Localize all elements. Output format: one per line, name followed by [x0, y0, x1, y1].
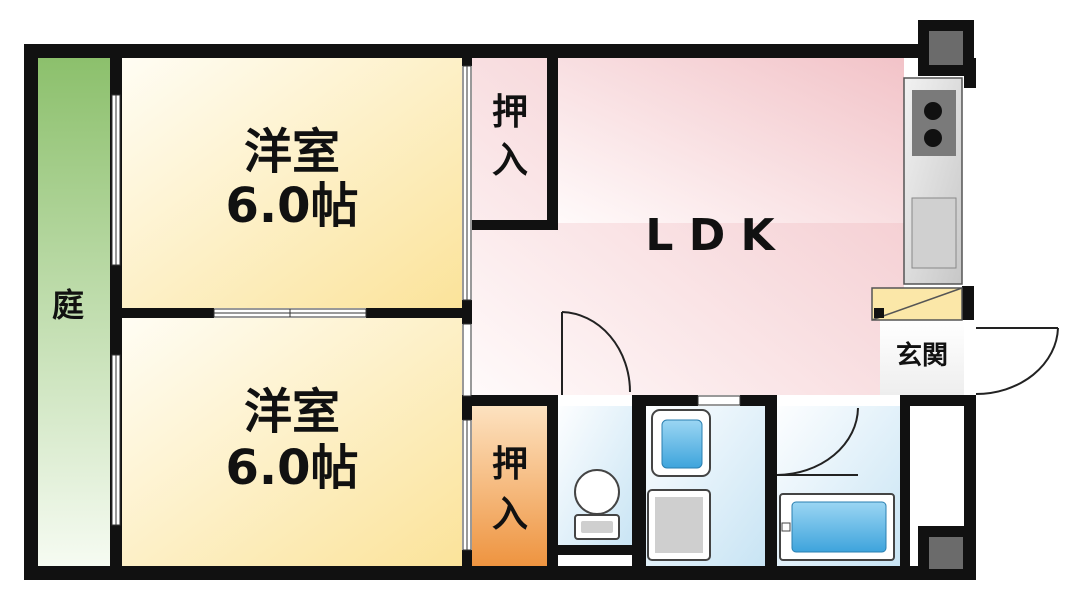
storage-right: [910, 406, 964, 526]
western-room-top-label: 洋室: [244, 124, 340, 180]
western-room-top-size: 6.0帖: [225, 178, 358, 234]
western-room-bottom: [122, 318, 462, 566]
bath-door: [776, 407, 859, 476]
garden-windows: [111, 94, 121, 526]
closet-bottom-label-1: 押: [492, 444, 528, 485]
pillar-top-right-inner: [929, 31, 963, 65]
closet-bottom: [472, 406, 547, 566]
entrance-label: 玄関: [896, 340, 948, 371]
toilet-icon: [574, 469, 620, 540]
closet-bottom-label-2: 入: [492, 494, 528, 535]
garden-label: 庭: [52, 286, 84, 324]
closet-top-label-1: 押: [492, 92, 528, 133]
entrance-area: [880, 320, 964, 395]
closet-doors: [462, 65, 472, 551]
garden-area: [36, 58, 110, 566]
western-room-top: [122, 58, 462, 308]
sliding-door-between-rooms: [213, 308, 367, 318]
bathtub-icon: [779, 493, 895, 561]
western-room-bottom-label: 洋室: [244, 384, 340, 440]
closet-top-label-2: 入: [492, 140, 528, 181]
shoe-box: [871, 287, 963, 321]
kitchen-counter: [903, 77, 963, 285]
pillar-bottom-right-inner: [929, 537, 963, 569]
ldk-window: [697, 395, 741, 406]
washbasin-icon: [651, 409, 711, 477]
ldk-label: L D K: [645, 210, 776, 261]
washing-machine-icon: [647, 489, 711, 561]
ldk-area-upper: [558, 58, 904, 223]
toilet-door: [561, 311, 631, 395]
entrance-door: [975, 327, 1059, 395]
western-room-bottom-size: 6.0帖: [225, 440, 358, 496]
